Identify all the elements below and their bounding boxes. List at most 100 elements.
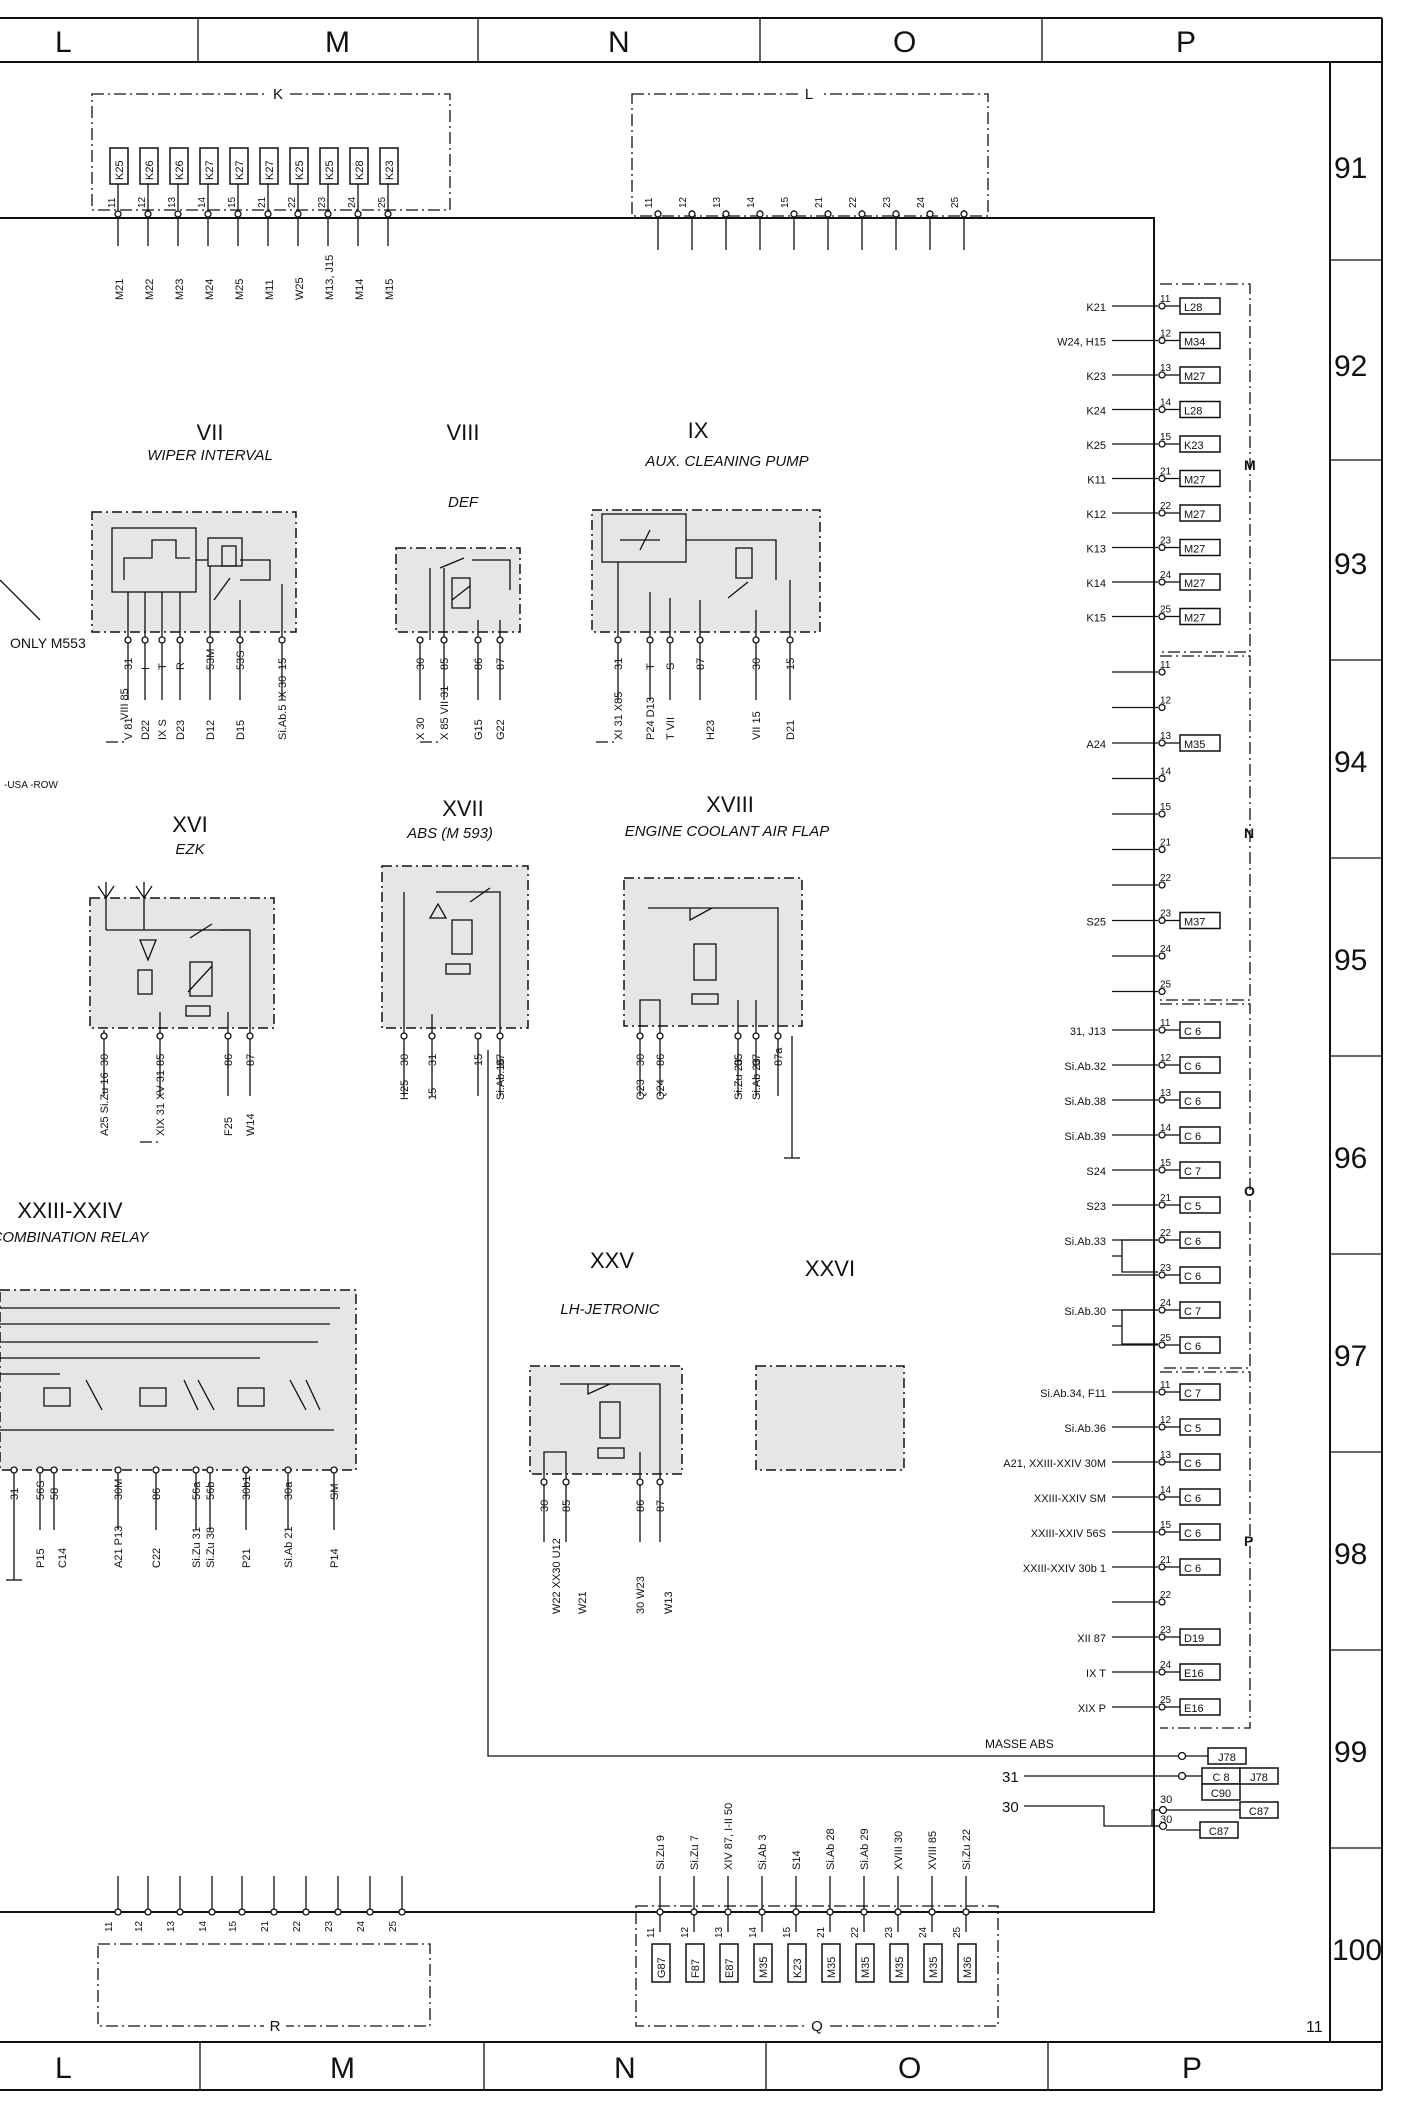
relay-xxiii-pin-label: 56S bbox=[35, 1480, 47, 1500]
connector-r-pin bbox=[114, 1908, 122, 1916]
connector-m-box-label: L28 bbox=[1184, 406, 1202, 418]
region-tag: -USA -ROW bbox=[4, 780, 58, 791]
connector-o-box-label: C 6 bbox=[1184, 1131, 1201, 1143]
relay-vii-pin-label: R bbox=[175, 662, 187, 670]
connector-q-pin bbox=[690, 1908, 698, 1916]
relay-xxiii-pin-label: 56b bbox=[205, 1482, 217, 1500]
connector-p-frame: P bbox=[1160, 1371, 1253, 1729]
connector-r-pin bbox=[208, 1908, 216, 1916]
connector-q-box-label: F87 bbox=[690, 1959, 702, 1978]
connector-q-box-label: M35 bbox=[928, 1957, 940, 1978]
connector-k-pin-number: 25 bbox=[377, 196, 388, 208]
connector-q-pin-number: 23 bbox=[884, 1926, 895, 1938]
connector-l-pin bbox=[790, 210, 798, 218]
relay-ix-wire-label: VII 15 bbox=[751, 711, 763, 740]
connector-k-wire-label: W25 bbox=[294, 277, 306, 300]
region-note: ONLY M553 bbox=[10, 635, 86, 651]
connector-m-box-label: M27 bbox=[1184, 371, 1205, 383]
connector-l-pin-number: 23 bbox=[882, 196, 893, 208]
connector-k-pin bbox=[354, 210, 362, 218]
relay-xxv-pin-label: 86 bbox=[635, 1500, 647, 1512]
connector-k-pin-number: 21 bbox=[257, 196, 268, 208]
connector-n-box bbox=[1179, 734, 1221, 752]
connector-q-box-label: E87 bbox=[724, 1958, 736, 1978]
connector-p-box-label: C 5 bbox=[1184, 1423, 1201, 1435]
connector-m-wire-label: K25 bbox=[1086, 440, 1106, 452]
relay-xxvi: XXVI bbox=[755, 1256, 905, 1471]
connector-l-pin bbox=[722, 210, 730, 218]
connector-n-wire-label: S25 bbox=[1086, 917, 1106, 929]
connector-o-pin-number: 25 bbox=[1160, 1333, 1172, 1344]
connector-m-wire-label: K14 bbox=[1086, 578, 1106, 590]
connector-m-box-label: M34 bbox=[1184, 337, 1205, 349]
col-label-bottom: O bbox=[898, 2052, 921, 2085]
relay-xvi-pin bbox=[224, 1032, 232, 1040]
relay-xxiii-pin bbox=[10, 1466, 18, 1474]
relay-ix-pin-label: T bbox=[645, 663, 657, 670]
ground-box-c90: C90 bbox=[1211, 1788, 1231, 1800]
connector-n-pin-number: 12 bbox=[1160, 696, 1172, 707]
connector-k-pin-number: 11 bbox=[107, 197, 118, 208]
connector-p-pin-number: 14 bbox=[1160, 1485, 1172, 1496]
relay-viii-wire-label: X 30 bbox=[415, 717, 427, 740]
connector-m-wire-label: K13 bbox=[1086, 544, 1106, 556]
relay-xxiii-wire-label: C14 bbox=[57, 1548, 69, 1568]
connector-k-wire-label: M11 bbox=[264, 279, 276, 300]
connector-r-pin-number: 15 bbox=[228, 1920, 239, 1932]
relay-ix-wire-label: XI 31 X85 bbox=[613, 692, 625, 740]
connector-o-wire-label: Si.Ab.39 bbox=[1064, 1131, 1106, 1143]
ground-box-c87: C87 bbox=[1249, 1806, 1269, 1818]
connector-m-box bbox=[1179, 331, 1221, 350]
connector-o-pin-number: 13 bbox=[1160, 1088, 1172, 1099]
connector-n-label: N bbox=[1244, 825, 1254, 841]
relay-ix-pin bbox=[752, 636, 760, 644]
connector-k-box bbox=[199, 147, 219, 185]
connector-q-pin-number: 12 bbox=[680, 1926, 691, 1938]
relay-xvii-pin bbox=[474, 1032, 482, 1040]
connector-p-box bbox=[1179, 1488, 1221, 1506]
relay-ix-pin-label: 30 bbox=[751, 658, 763, 670]
relay-xvii-pin bbox=[400, 1032, 408, 1040]
connector-q-pin bbox=[724, 1908, 732, 1916]
connector-p-wire-label: XXIII-XXIV 56S bbox=[1031, 1528, 1106, 1540]
connector-k-box-label: K27 bbox=[234, 160, 246, 180]
connector-k-box-label: K27 bbox=[204, 160, 216, 180]
connector-o-box-label: C 7 bbox=[1184, 1166, 1201, 1178]
relay-xvi-pin bbox=[246, 1032, 254, 1040]
relay-xxiii-pin bbox=[114, 1466, 122, 1474]
connector-q-box bbox=[923, 1943, 943, 1983]
relay-xxiii-pin bbox=[206, 1466, 214, 1474]
relay-xxv-wire-label: 30 W23 bbox=[635, 1576, 647, 1614]
connector-m-wire-label: K21 bbox=[1086, 302, 1106, 314]
connector-l-pin-number: 22 bbox=[848, 196, 859, 208]
connector-m-box bbox=[1179, 435, 1221, 453]
connector-m-box-label: M27 bbox=[1184, 613, 1205, 625]
relay-xvii-wire-label: Si.Ab.16 bbox=[495, 1058, 507, 1100]
connector-r-pin bbox=[398, 1908, 406, 1916]
connector-m-box-label: M27 bbox=[1184, 578, 1205, 590]
connector-q-wire-label: Si.Ab 29 bbox=[859, 1828, 871, 1870]
connector-k-pin bbox=[114, 210, 122, 218]
connector-o-wire-label: S23 bbox=[1086, 1201, 1106, 1213]
connector-q-pin bbox=[792, 1908, 800, 1916]
col-label-bottom: L bbox=[55, 2052, 72, 2085]
ground-box-j78: J78 bbox=[1218, 1752, 1236, 1764]
relay-ix-wire-label: D21 bbox=[785, 720, 797, 740]
connector-q-pin bbox=[656, 1908, 664, 1916]
connector-r-pin-number: 25 bbox=[388, 1920, 399, 1932]
connector-l-pin bbox=[824, 210, 832, 218]
connector-l-pin-number: 12 bbox=[678, 196, 689, 208]
connector-p-box bbox=[1179, 1383, 1221, 1401]
connector-m-frame: M bbox=[1160, 283, 1256, 653]
connector-m-wire-label: K12 bbox=[1086, 509, 1106, 521]
relay-xxiii-pin bbox=[36, 1466, 44, 1474]
connector-k-pin bbox=[234, 210, 242, 218]
connector-o-wire-label: Si.Ab.33 bbox=[1064, 1236, 1106, 1248]
connector-o-pin-number: 23 bbox=[1160, 1263, 1172, 1274]
connector-q-pin bbox=[758, 1908, 766, 1916]
connector-p-pin-number: 23 bbox=[1160, 1625, 1172, 1636]
relay-vii-pin-label: T bbox=[157, 663, 169, 670]
relay-xvi-pin-label: 30 bbox=[99, 1054, 111, 1066]
